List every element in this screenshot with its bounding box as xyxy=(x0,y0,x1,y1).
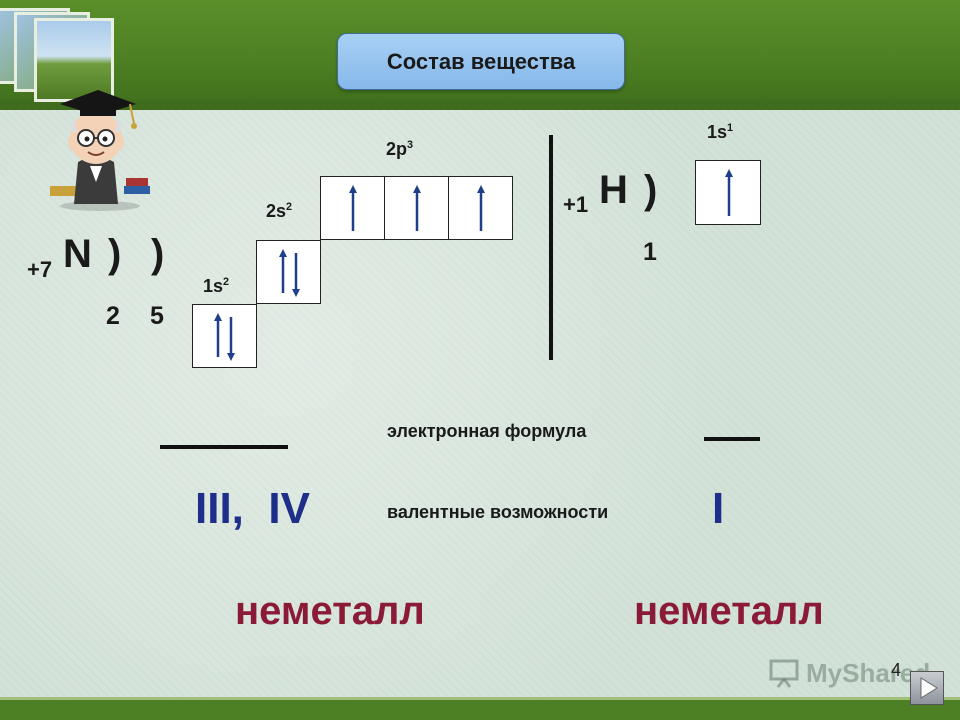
electron-up-arrow xyxy=(349,185,357,231)
nitrogen-shell1-electrons: 2 xyxy=(106,302,120,330)
electron-up-arrow xyxy=(477,185,485,231)
slide-title: Состав вещества xyxy=(337,33,625,90)
presentation-icon xyxy=(769,659,799,688)
page-number: 4 xyxy=(891,660,902,680)
footer-divider xyxy=(0,697,960,700)
hydrogen-type: неметалл xyxy=(634,589,824,633)
orbital-1s-text: 1s xyxy=(203,276,224,296)
hydrogen-orbital-cell-1s xyxy=(695,160,761,225)
orbital-2p-sup: 3 xyxy=(407,139,414,151)
orbital-2p-text: 2p xyxy=(386,139,408,159)
photo-frames-icon xyxy=(0,0,120,102)
nitrogen-type: неметалл xyxy=(235,589,425,633)
hydrogen-symbol: H xyxy=(599,168,628,212)
electron-pair-arrows xyxy=(214,313,235,361)
nitrogen-shell1-bracket: ) xyxy=(108,232,122,276)
next-slide-icon xyxy=(920,677,938,699)
footer-band xyxy=(0,700,960,720)
nitrogen-symbol: N xyxy=(63,232,92,276)
orbital-cell-2s xyxy=(256,240,321,304)
orbital-cell-2p-2 xyxy=(384,176,449,240)
hydrogen-orbital-1s-text: 1s xyxy=(707,122,728,142)
nitrogen-charge: +7 xyxy=(27,257,53,282)
hydrogen-formula-blank xyxy=(704,437,760,441)
professor-mascot-icon xyxy=(50,90,150,211)
electron-up-arrow xyxy=(413,185,421,231)
orbital-2s-sup: 2 xyxy=(286,201,293,213)
orbital-2s-label: 2s2 xyxy=(266,201,292,222)
vertical-divider xyxy=(549,135,553,360)
nitrogen-shell2-electrons: 5 xyxy=(150,302,164,330)
hydrogen-valence: I xyxy=(712,484,725,533)
orbital-2s-text: 2s xyxy=(266,201,287,221)
nitrogen-shell2-bracket: ) xyxy=(151,232,165,276)
orbital-1s-sup: 2 xyxy=(223,276,230,288)
watermark: MyShared xyxy=(768,656,930,690)
hydrogen-orbital-1s-label: 1s1 xyxy=(707,122,733,143)
orbital-1s-label: 1s2 xyxy=(203,276,229,297)
nitrogen-formula-blank xyxy=(160,445,288,449)
orbital-cell-2p-3 xyxy=(448,176,513,240)
hydrogen-charge: +1 xyxy=(563,192,589,217)
electron-up-arrow xyxy=(725,169,733,216)
hydrogen-shell1-bracket: ) xyxy=(644,168,658,212)
hydrogen-orbital-1s-sup: 1 xyxy=(727,122,734,134)
valence-possibilities-label: валентные возможности xyxy=(387,502,609,522)
orbital-cell-2p-1 xyxy=(320,176,385,240)
nitrogen-valence: III, IV xyxy=(195,484,310,533)
electron-formula-label: электронная формула xyxy=(387,421,587,441)
watermark-text: MyShared xyxy=(806,657,931,688)
electron-pair-arrows xyxy=(279,249,300,297)
orbital-2p-label: 2p3 xyxy=(386,139,413,160)
hydrogen-shell1-electrons: 1 xyxy=(643,238,657,266)
next-slide-button[interactable] xyxy=(910,671,944,705)
orbital-cell-1s xyxy=(192,304,257,368)
